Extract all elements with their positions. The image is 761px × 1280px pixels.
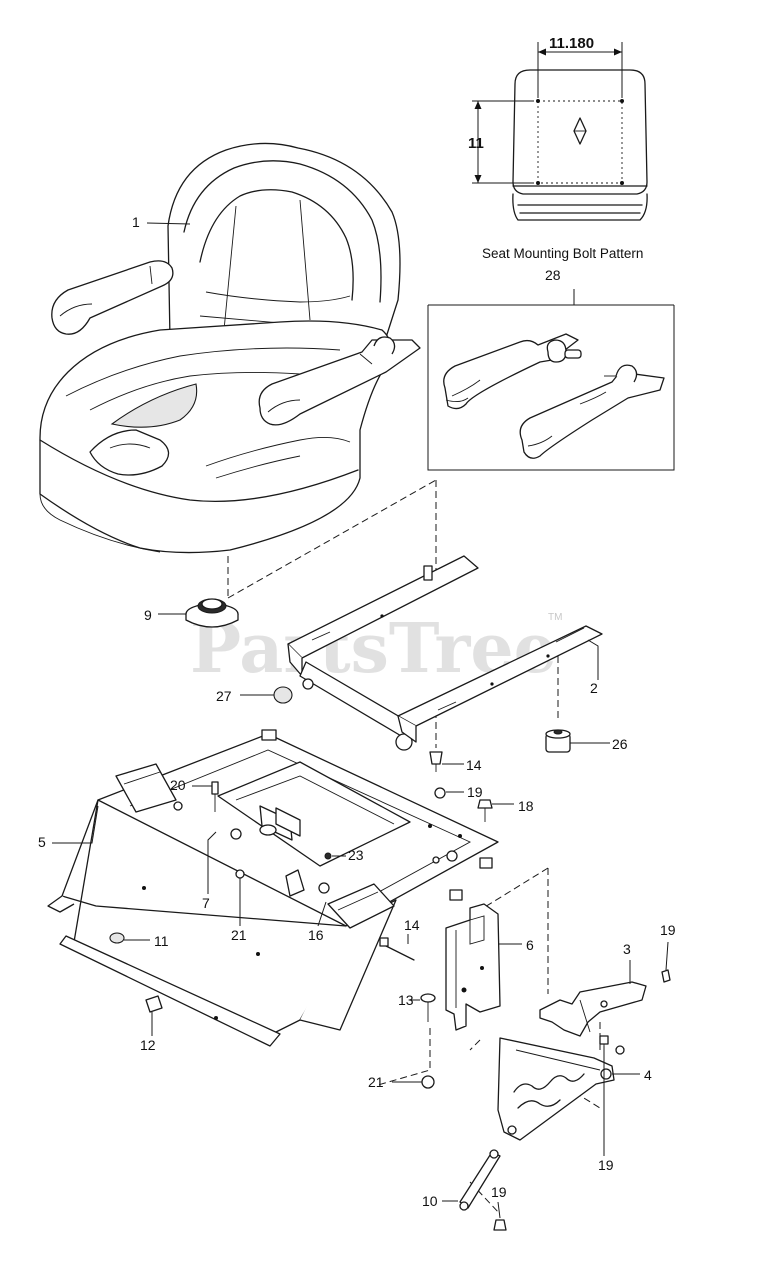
callout-28: 28: [545, 267, 561, 283]
callout-21a: 21: [231, 927, 247, 943]
bolt-pattern-width-dim: 11.180: [549, 35, 594, 52]
callout-7: 7: [202, 895, 210, 911]
callout-19d: 19: [491, 1184, 507, 1200]
seat-figure: 1: [39, 142, 421, 554]
callout-20: 20: [170, 777, 186, 793]
bolt-19c-figure: 19: [598, 1035, 614, 1173]
callout-6: 6: [526, 937, 534, 953]
seat-pan-figure: 5: [38, 729, 499, 1047]
hardware-right-figure: 14 19 18: [429, 751, 534, 822]
callout-14a: 14: [466, 757, 482, 773]
callout-19a: 19: [467, 784, 483, 800]
callout-1: 1: [132, 214, 140, 230]
callout-27: 27: [216, 688, 232, 704]
watermark-tm: TM: [548, 612, 562, 623]
pin-14-figure: 14: [379, 917, 420, 961]
callout-23: 23: [348, 847, 364, 863]
bumper-27-figure: 27: [216, 686, 293, 704]
callout-19b: 19: [660, 922, 676, 938]
pan-callouts: 20 7 21 23 16 11 12: [109, 777, 364, 1053]
callout-2: 2: [590, 680, 598, 696]
callout-19c: 19: [598, 1157, 614, 1173]
callout-21b: 21: [368, 1074, 384, 1090]
bolt-pattern-height-dim: 11: [468, 135, 484, 152]
adjuster-4-figure: 4: [497, 1037, 652, 1141]
callout-18: 18: [518, 798, 534, 814]
callout-9: 9: [144, 607, 152, 623]
link-10-figure: 10 19: [422, 1149, 507, 1231]
callout-16: 16: [308, 927, 324, 943]
bolt-pattern-figure: 11.180 11 Seat Mounting Bolt Pattern: [468, 35, 648, 261]
bracket-6-figure: 6: [445, 903, 534, 1031]
callout-3: 3: [623, 941, 631, 957]
seat-rails-figure: 2: [287, 555, 603, 751]
bracket-3-figure: 3 19: [539, 922, 676, 1055]
bolt-pattern-caption: Seat Mounting Bolt Pattern: [482, 246, 643, 261]
callout-4: 4: [644, 1067, 652, 1083]
callout-5: 5: [38, 834, 46, 850]
callout-11: 11: [154, 933, 169, 949]
callout-12: 12: [140, 1037, 156, 1053]
armrest-kit-figure: 28: [427, 267, 675, 471]
callout-10: 10: [422, 1193, 438, 1209]
bumper-26-figure: 26: [545, 729, 628, 753]
callout-13: 13: [398, 992, 414, 1008]
seat-switch-figure: 9: [144, 598, 239, 628]
bolt-13-figure: 13 21: [368, 992, 436, 1090]
callout-14b: 14: [404, 917, 420, 933]
callout-26: 26: [612, 736, 628, 752]
